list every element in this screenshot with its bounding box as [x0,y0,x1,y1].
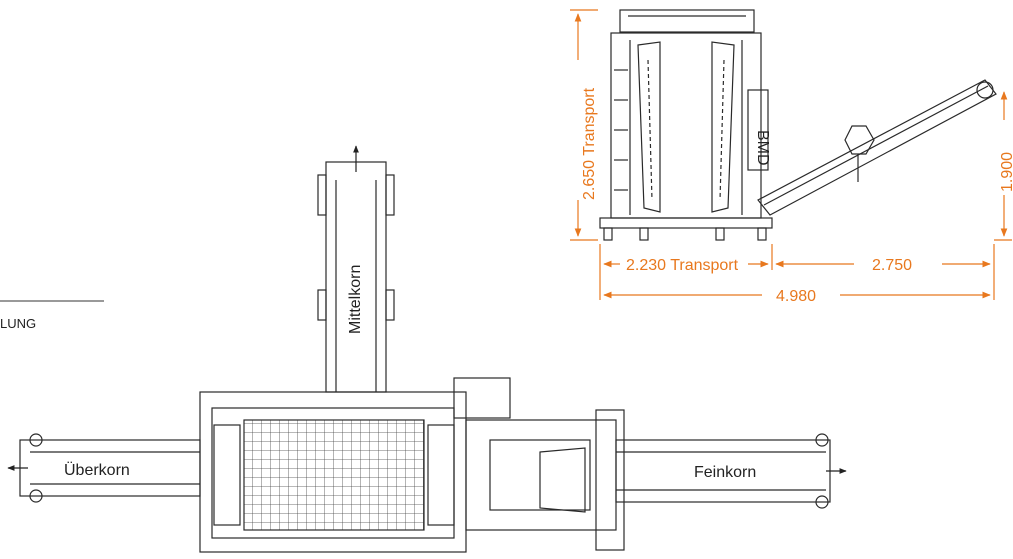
right-mechanism [711,41,735,213]
flow-arrows [7,145,847,474]
dimension-lines [570,9,1012,300]
left-mechanism [637,41,661,213]
label-feinkorn: Feinkorn [694,464,756,481]
machine-base [599,217,773,229]
main-body [610,32,762,219]
brand-logo: BMD [754,130,771,166]
label-mittelkorn: Mittelkorn [347,265,364,334]
cut-heading-text: LUNG [0,316,36,331]
top-hopper [619,9,755,33]
label-ueberkorn: Überkorn [64,461,130,479]
control-box [747,89,769,171]
head-pulley [976,81,994,99]
front-view [599,9,997,241]
cut-heading: LUNG [0,300,104,331]
dim-width-transport: 2.230 Transport [626,257,739,274]
conveyor-drive [844,125,875,155]
drive-section [465,419,617,531]
dim-conveyor-length: 2.750 [872,257,912,274]
dim-conveyor-height: 1.900 [999,152,1013,192]
screen-deck [243,419,425,531]
engine-housing [453,377,511,419]
dim-overall-length: 4.980 [776,288,816,305]
dim-height-transport: 2.650 Transport [581,87,598,200]
side-conveyor [757,79,997,216]
plan-view [19,161,831,553]
